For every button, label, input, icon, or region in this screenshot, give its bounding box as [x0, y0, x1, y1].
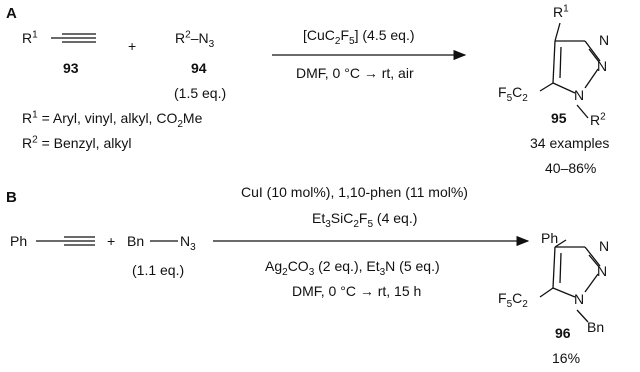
compound-96-number: 96	[555, 325, 571, 341]
condition-a-reagent: [CuC2F5] (4.5 eq.)	[303, 27, 415, 47]
scheme-a-label: A	[6, 5, 17, 22]
product-96-cf2cf3: F5C2	[498, 290, 528, 310]
product-96-ph: Ph	[541, 230, 559, 246]
triazole-ring-95	[539, 22, 601, 119]
product-95-n3: N	[599, 32, 610, 48]
compound-93-number: 93	[63, 60, 79, 76]
benzyl-azide-n3: N3	[180, 233, 196, 253]
scheme-b-label: B	[6, 189, 17, 206]
product-96-n1: N	[574, 291, 585, 307]
triazole-ring-96	[539, 239, 601, 323]
azide-94: R2–N3	[175, 29, 215, 50]
condition-b-silane: Et3SiC2F5 (4 eq.)	[312, 210, 418, 230]
plus-sign-b: +	[107, 233, 116, 249]
plus-sign-a: +	[128, 38, 137, 54]
product-95-cf2cf3: F5C2	[498, 84, 528, 104]
product-95-r2: R2	[590, 111, 606, 128]
product-96-yield: 16%	[552, 350, 581, 366]
alkyne-triple-bond-b	[36, 236, 95, 246]
compound-95-number: 95	[551, 110, 567, 126]
product-95-n2: N	[597, 58, 608, 74]
r1-definition: R1 = Aryl, vinyl, alkyl, CO2Me	[22, 109, 203, 130]
product-95-yield: 40–86%	[545, 160, 597, 176]
azide-94-equiv: (1.5 eq.)	[174, 85, 227, 101]
condition-a-solvent: DMF, 0 °C → rt, air	[296, 65, 414, 81]
product-96-bn: Bn	[587, 319, 605, 335]
product-96-n3: N	[599, 238, 610, 254]
condition-b-solvent: DMF, 0 °C → rt, 15 h	[292, 283, 422, 299]
phenylacetylene-ph: Ph	[10, 233, 28, 249]
alkyne-93-r1: R1	[22, 29, 38, 46]
compound-94-number: 94	[191, 60, 207, 76]
product-95-n1: N	[574, 87, 585, 103]
condition-b-catalyst: CuI (10 mol%), 1,10-phen (11 mol%)	[241, 184, 468, 200]
r2-definition: R2 = Benzyl, alkyl	[22, 134, 132, 151]
benzyl-azide-bn: Bn	[127, 233, 145, 249]
product-95-r1: R1	[553, 3, 569, 20]
benzyl-azide-equiv: (1.1 eq.)	[132, 262, 185, 278]
product-95-examples: 34 examples	[530, 135, 610, 151]
condition-b-bases: Ag2CO3 (2 eq.), Et3N (5 eq.)	[265, 258, 440, 278]
alkyne-triple-bond-a	[51, 33, 96, 43]
product-96-n2: N	[597, 263, 608, 279]
